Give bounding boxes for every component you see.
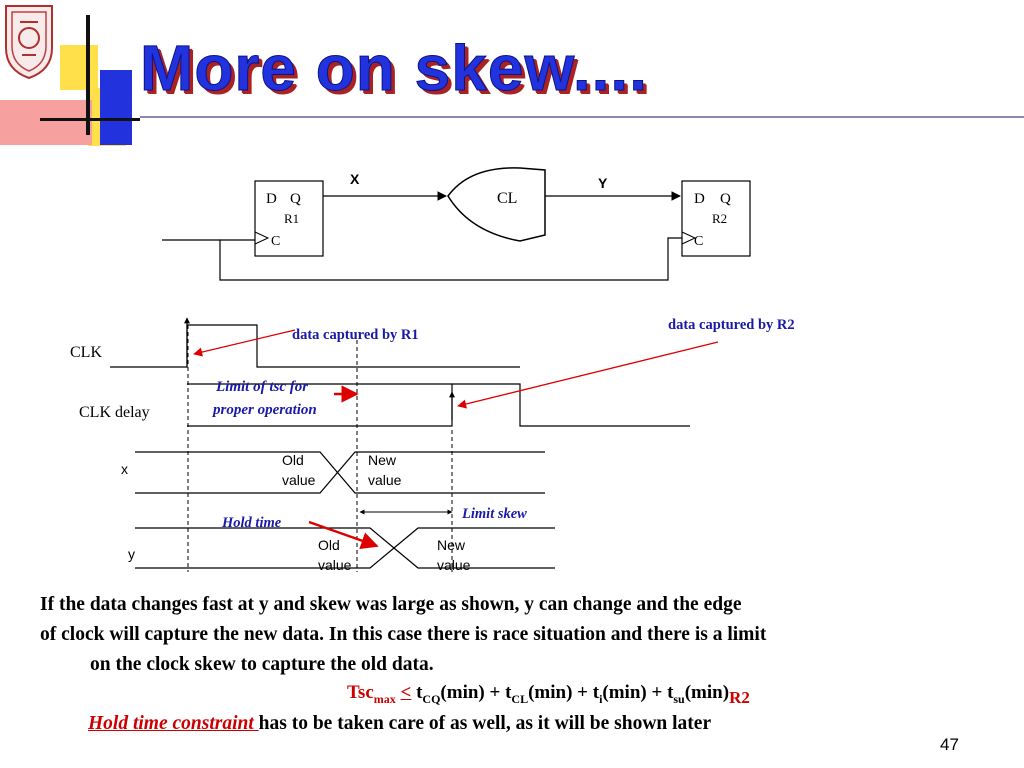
skew-diagram: D Q R1 C D Q R2 C CL X Y [70, 167, 795, 573]
formula-t4-sub: su [673, 691, 685, 706]
x-waveform-a [135, 451, 545, 494]
annotation-limit-skew: Limit skew [461, 506, 527, 522]
tsc-formula: Tscmax < tCQ(min) + tCL(min) + ti(min) +… [347, 682, 750, 708]
hold-constraint-rest: has to be taken care of as well, as it w… [258, 713, 712, 734]
formula-t4-arg: (min) [684, 682, 730, 703]
para-line-2: of clock will capture the new data. In t… [40, 624, 767, 645]
hold-constraint-emphasis: Hold time constraint [88, 713, 259, 734]
annotation-captured-r2: data captured by R2 [668, 317, 795, 333]
x-new-line2: value [368, 472, 402, 488]
formula-t2: t [505, 682, 512, 703]
formula-lhs: Tsc [347, 682, 374, 703]
formula-t4: t [667, 682, 674, 703]
formula-relation: < [400, 682, 412, 703]
clk-delay-waveform [187, 383, 690, 427]
formula-t3: t [592, 682, 600, 703]
annotation-limit-tsc-2: proper operation [211, 402, 317, 418]
clock-wire [162, 237, 682, 281]
clk-label: CLK [70, 344, 102, 361]
formula-lhs-sub: max [373, 691, 396, 706]
r1-d-label: D [266, 191, 277, 207]
x-label: x [121, 461, 128, 477]
r2-d-label: D [694, 191, 705, 207]
annotation-hold-time: Hold time [221, 515, 282, 531]
wire-y-label: Y [598, 175, 608, 191]
r1-c-label: C [271, 234, 280, 249]
arrow-captured-r2 [457, 341, 719, 409]
annotation-limit-tsc-1: Limit of tsc for [215, 379, 308, 395]
deco-horizontal-line [40, 118, 140, 121]
r2-c-label: C [694, 234, 703, 249]
r1-q-label: Q [290, 191, 301, 207]
title-underline [140, 116, 1024, 118]
formula-tail-sub: R2 [729, 687, 750, 707]
arrow-hold-time [308, 520, 379, 550]
combinational-logic-block: CL [447, 167, 546, 242]
deco-pink-block [0, 100, 92, 145]
deco-vertical-line [86, 15, 90, 135]
formula-t3-arg: (min) + [602, 682, 668, 703]
formula-t2-sub: CL [511, 691, 529, 706]
page-number: 47 [940, 735, 959, 754]
para-line-3: on the clock skew to capture the old dat… [90, 654, 434, 675]
x-old-line1: Old [282, 452, 304, 468]
r2-q-label: Q [720, 191, 731, 207]
x-new-line1: New [368, 452, 397, 468]
y-new-line1: New [437, 537, 466, 553]
formula-t1-sub: CQ [422, 691, 441, 706]
clk-delay-label: CLK delay [79, 404, 150, 421]
wire-x-label: X [350, 171, 360, 187]
formula-t1-arg: (min) + [440, 682, 506, 703]
r2-name-label: R2 [712, 211, 727, 226]
y-new-line2: value [437, 557, 471, 573]
para-line-1: If the data changes fast at y and skew w… [40, 594, 742, 615]
hold-time-constraint-line: Hold time constraint has to be taken car… [88, 713, 711, 735]
timing-diagram: CLK CLK delay x Old value New value y Ol… [70, 317, 795, 573]
arrow-captured-r1 [193, 329, 296, 357]
corner-decoration [0, 5, 140, 146]
university-seal-icon [5, 5, 53, 80]
y-label: y [128, 546, 135, 562]
formula-t1: t [416, 682, 423, 703]
clk-waveform [110, 324, 520, 368]
y-waveform-b [135, 527, 555, 569]
annotation-captured-r1: data captured by R1 [292, 327, 419, 343]
body-paragraph: If the data changes fast at y and skew w… [40, 590, 1005, 680]
y-old-line2: value [318, 557, 352, 573]
r1-name-label: R1 [284, 211, 299, 226]
formula-t2-arg: (min) + [528, 682, 593, 703]
slide-title: More on skew.... [140, 32, 648, 105]
formula-t3-sub: i [599, 691, 603, 706]
cl-label: CL [497, 190, 517, 207]
deco-blue-block [100, 70, 132, 145]
register-r2: D Q R2 C [681, 180, 751, 257]
y-old-line1: Old [318, 537, 340, 553]
x-old-line2: value [282, 472, 316, 488]
x-waveform-b [135, 451, 545, 494]
deco-yellow-square [60, 45, 98, 90]
register-r1: D Q R1 C [254, 180, 324, 257]
